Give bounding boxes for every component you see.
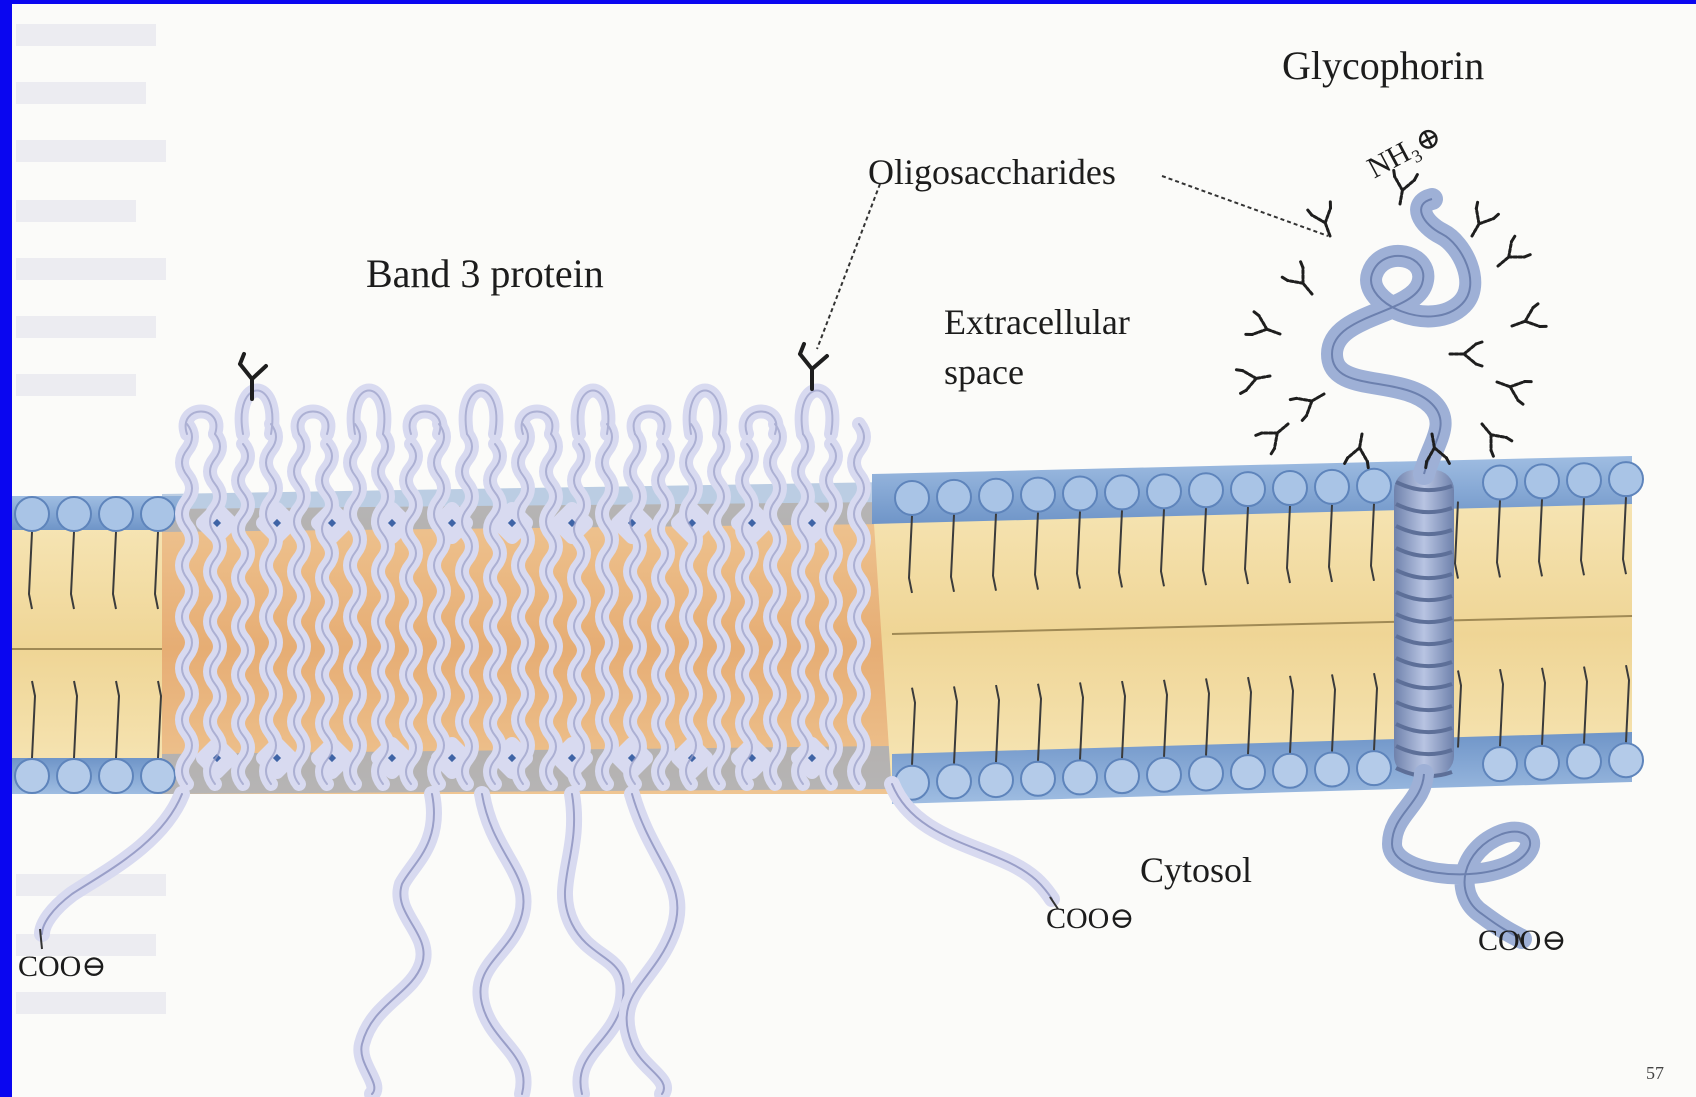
band3-protein-label: Band 3 protein [366, 254, 604, 294]
glycophorin-label: Glycophorin [1282, 46, 1484, 86]
coo-terminus-label-band3: COO⊖ [1046, 904, 1134, 934]
membrane-illustration [12, 4, 1696, 1097]
slide-number: 57 [1646, 1064, 1664, 1082]
coo-leader-lines [40, 897, 1522, 949]
oligosaccharides-label: Oligosaccharides [868, 154, 1116, 190]
coo-terminus-label-left: COO⊖ [18, 952, 106, 982]
membrane-diagram: Glycophorin Oligosaccharides Band 3 prot… [12, 4, 1696, 1097]
lipid-bilayer-left [12, 496, 182, 794]
band3-cytoplasmic-domain [42, 784, 1052, 1094]
extracellular-label-line1: Extracellular [944, 304, 1130, 340]
extracellular-label-line2: space [944, 354, 1024, 390]
band3-oligosaccharides [240, 344, 827, 399]
coo-terminus-label-glycophorin: COO⊖ [1478, 926, 1566, 956]
cytosol-label: Cytosol [1140, 852, 1252, 888]
